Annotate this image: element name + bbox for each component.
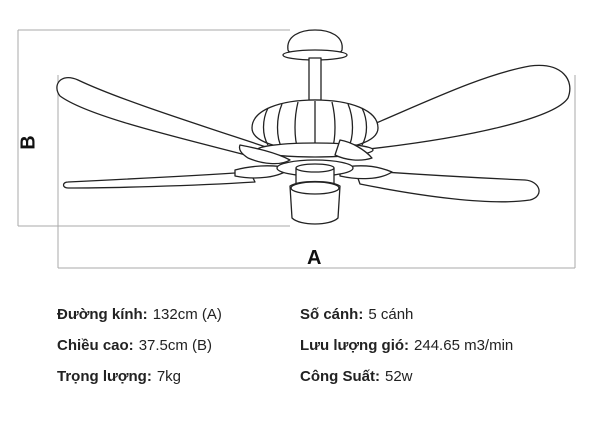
dimension-lines: [17, 29, 576, 269]
spec-height-key: Chiều cao:: [57, 337, 134, 354]
spec-diameter-key: Đường kính:: [57, 306, 148, 323]
dimension-label-a: A: [307, 247, 322, 269]
ceiling-fan: [56, 29, 571, 225]
spec-diameter: Đường kính:132cm (A): [57, 306, 222, 323]
spec-blades-value: 5 cánh: [368, 306, 414, 323]
spec-airflow: Lưu lượng gió:244.65 m3/min: [300, 337, 513, 354]
spec-blades: Số cánh:5 cánh: [300, 306, 413, 323]
spec-height-value: 37.5cm (B): [138, 337, 213, 354]
spec-diameter-value: 132cm (A): [152, 306, 222, 323]
fan-switch-housing-top: [295, 163, 335, 173]
spec-power: Công Suất: 52w: [300, 368, 413, 385]
fan-blade-upper-left: [56, 77, 276, 161]
ceiling-fan-diagram: [17, 29, 576, 269]
dimension-label-b: B: [17, 135, 40, 150]
spec-airflow-key: Lưu lượng gió:: [300, 337, 410, 354]
fan-blade-lower-left: [62, 171, 256, 189]
fan-downrod: [308, 57, 322, 101]
spec-airflow-value: 244.65 m3/min: [414, 337, 514, 354]
fan-blade-lower-right: [354, 169, 540, 203]
spec-weight-key: Trọng lượng:: [57, 368, 152, 385]
spec-height: Chiều cao:37.5cm (B): [57, 337, 212, 354]
fan-light-bowl-rim: [290, 181, 340, 195]
spec-power-key: Công Suất:: [300, 368, 380, 385]
spec-weight: Trọng lượng:7kg: [57, 368, 181, 385]
blade-iron-left: [238, 144, 291, 165]
blade-iron-right: [334, 139, 373, 161]
fan-blade-upper-right: [354, 64, 571, 151]
spec-blades-key: Số cánh:: [300, 306, 364, 323]
spec-weight-value: 7kg: [156, 368, 182, 385]
spec-power-value: 52w: [385, 368, 413, 385]
